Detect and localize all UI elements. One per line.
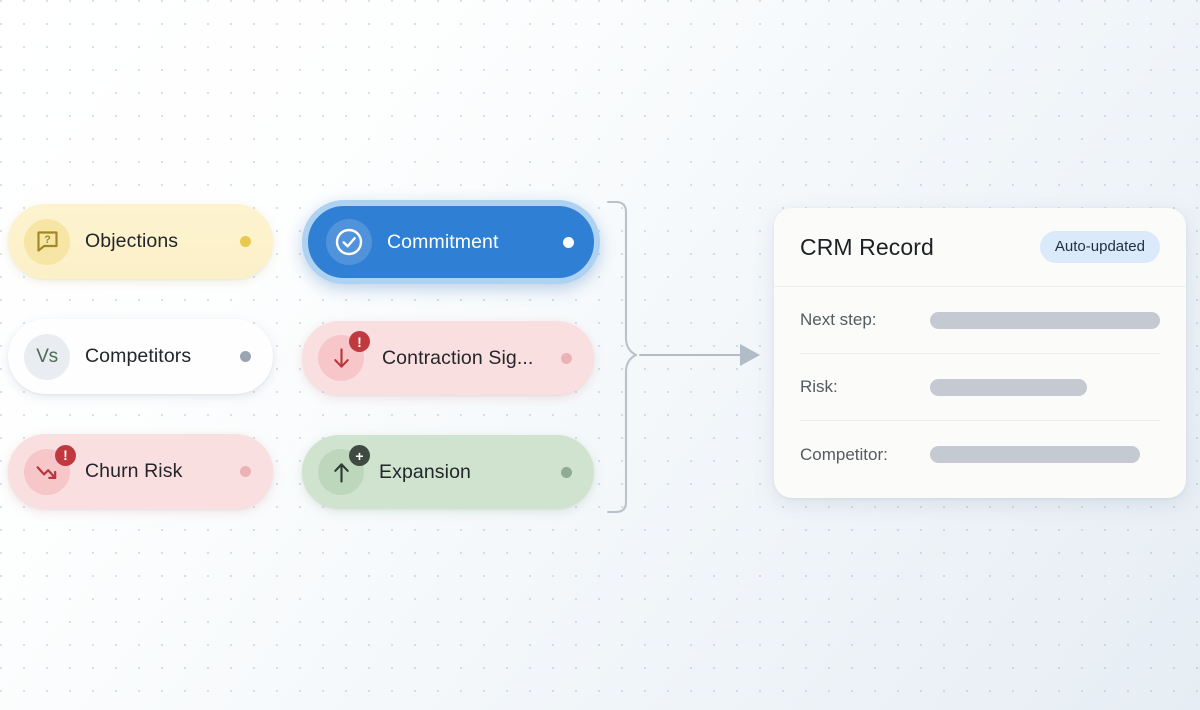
crm-field-skeleton <box>930 378 1087 396</box>
signal-pill-contraction-signal[interactable]: ! Contraction Sig... <box>302 321 594 395</box>
status-dot <box>240 351 251 362</box>
crm-record-card: CRM Record Auto-updated Next step: Risk:… <box>774 208 1186 498</box>
signal-pill-competitors[interactable]: Vs Competitors <box>8 319 273 394</box>
alert-badge: ! <box>55 444 76 466</box>
status-dot <box>563 236 574 248</box>
trend-down-arrow-icon: ! <box>24 444 76 495</box>
signal-pill-expansion[interactable]: + Expansion <box>302 435 594 509</box>
crm-card-title: CRM Record <box>800 233 934 260</box>
signal-pill-label: Commitment <box>387 230 499 253</box>
crm-field-label: Competitor: <box>800 444 888 464</box>
crm-field-row-next-step: Next step: <box>800 287 1160 354</box>
status-dot <box>240 236 251 247</box>
arrow-up-icon: + <box>318 445 370 495</box>
signal-pill-commitment[interactable]: Commitment <box>302 200 600 284</box>
status-dot <box>561 466 572 478</box>
status-dot <box>561 352 572 364</box>
signal-pill-label: Churn Risk <box>85 460 183 482</box>
arrow-down-icon: ! <box>318 331 370 381</box>
svg-text:?: ? <box>44 234 51 246</box>
status-dot <box>240 466 251 477</box>
crm-field-skeleton <box>930 446 1140 463</box>
crm-field-label: Next step: <box>800 310 877 329</box>
plus-badge: + <box>349 445 370 466</box>
vs-icon: Vs <box>24 333 70 380</box>
crm-field-label: Risk: <box>800 377 838 396</box>
crm-field-list: Next step: Risk: Competitor: <box>774 287 1186 488</box>
crm-field-skeleton <box>930 311 1160 329</box>
crm-field-row-risk: Risk: <box>800 354 1160 421</box>
brace-path <box>606 200 638 514</box>
crm-field-row-competitor: Competitor: <box>800 421 1160 488</box>
vs-icon-glyph: Vs <box>36 345 58 367</box>
signal-pill-label: Expansion <box>379 460 471 483</box>
connector-brace-arrow <box>606 200 760 514</box>
crm-card-header: CRM Record Auto-updated <box>774 208 1186 287</box>
signal-pill-label: Objections <box>85 230 179 252</box>
signal-pill-label: Competitors <box>85 345 192 367</box>
auto-updated-badge: Auto-updated <box>1039 231 1160 263</box>
speech-bubble-question-icon: ? <box>24 218 70 265</box>
alert-badge: ! <box>349 331 370 352</box>
arrow-head <box>740 344 760 366</box>
signal-pill-churn-risk[interactable]: ! Churn Risk <box>8 434 273 509</box>
signal-pill-objections[interactable]: ? Objections <box>8 204 273 279</box>
check-circle-icon <box>326 219 372 265</box>
signal-pill-label: Contraction Sig... <box>382 346 534 369</box>
